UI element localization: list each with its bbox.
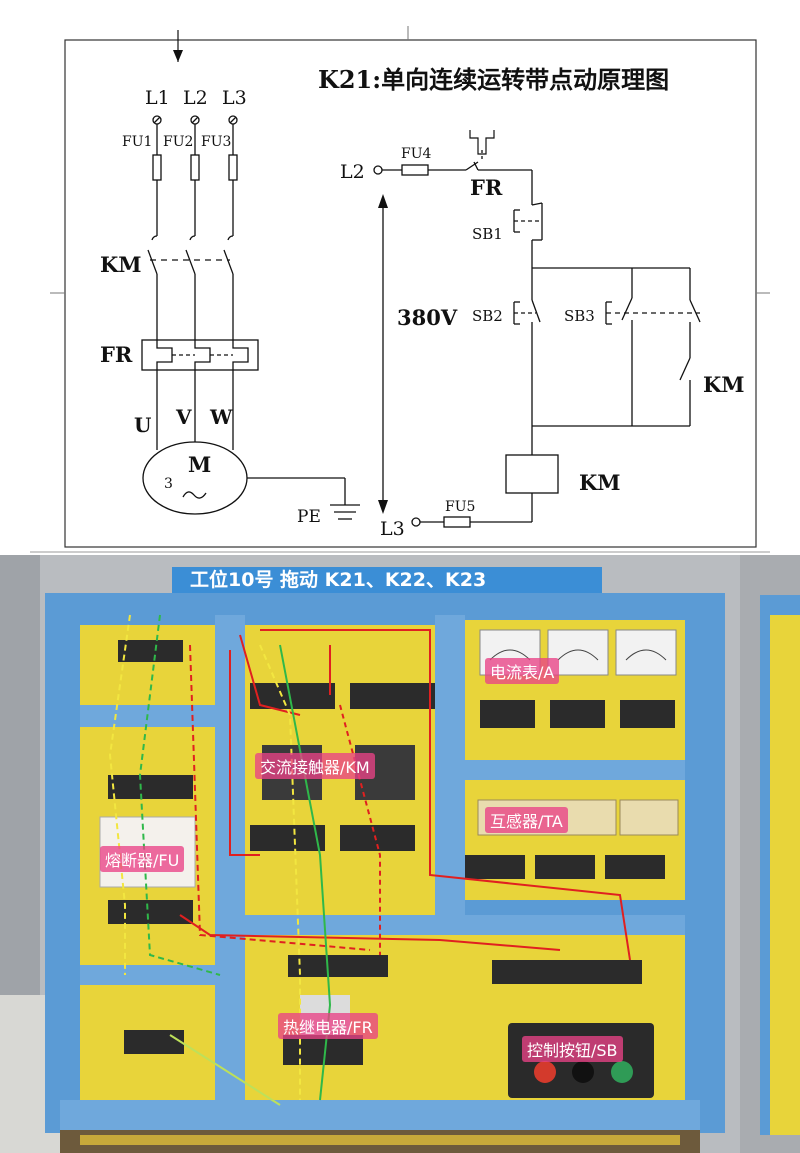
schematic-diagram: K21:单向连续运转带点动原理图 L1 L2 L3 (30, 26, 770, 553)
diagram-title: K21:单向连续运转带点动原理图 (318, 65, 669, 94)
km-coil-label: KM (579, 470, 621, 495)
phase-label-l3: L3 (222, 87, 247, 109)
motor-label: M (188, 452, 211, 477)
voltage-arrow-bottom (378, 500, 388, 514)
km-aux-label: KM (703, 372, 745, 397)
voltage-label: 380V (397, 305, 458, 330)
motor-terminal-w: W (209, 405, 233, 429)
fu4-label: FU4 (401, 146, 432, 162)
start-button (611, 1061, 633, 1083)
middle-button (572, 1061, 594, 1083)
label-relay: 热继电器/FR (278, 1013, 378, 1039)
transformer-2 (619, 799, 679, 836)
voltage-arrow-top (378, 194, 388, 208)
motor-terminal-v: V (175, 405, 192, 429)
station-title-bar: 工位10号 拖动 K21、K22、K23 (172, 567, 602, 593)
panel-drawing (0, 555, 800, 1153)
motor-phase-count: 3 (164, 476, 173, 492)
input-arrow-head (173, 50, 183, 62)
sb3-label: SB3 (564, 307, 595, 325)
fuse-label-fu2: FU2 (163, 134, 193, 150)
fuse-label-fu1: FU1 (122, 134, 152, 150)
fuse-label-fu3: FU3 (201, 134, 231, 150)
fr-contact-label: FR (470, 175, 503, 200)
control-l3-label: L3 (380, 518, 405, 540)
fu5-label: FU5 (445, 499, 475, 515)
label-fuse: 熔断器/FU (100, 846, 185, 872)
motor-terminal-u: U (134, 413, 151, 437)
phase-label-l2: L2 (183, 87, 208, 109)
stop-button (534, 1061, 556, 1083)
drawing-frame (64, 39, 757, 548)
km-main-label: KM (100, 252, 142, 277)
label-button: 控制按钮/SB (522, 1036, 623, 1062)
terminal-blocks (108, 640, 675, 1065)
sb1-label: SB1 (472, 225, 503, 243)
control-l2-label: L2 (340, 161, 365, 183)
phase-label-l1: L1 (145, 87, 170, 109)
label-contactor: 交流接触器/KM (255, 753, 375, 779)
sb2-label: SB2 (472, 307, 503, 325)
label-transformer: 互感器/TA (485, 807, 568, 833)
label-ammeter: 电流表/A (485, 658, 560, 684)
power-circuit (141, 115, 360, 520)
training-panel-photo: 工位10号 拖动 K21、K22、K23 电流表/A 交流接触器/KM 互感器/… (0, 555, 800, 1153)
pe-label: PE (297, 507, 321, 527)
fr-main-label: FR (100, 342, 133, 367)
control-circuit (373, 130, 701, 528)
